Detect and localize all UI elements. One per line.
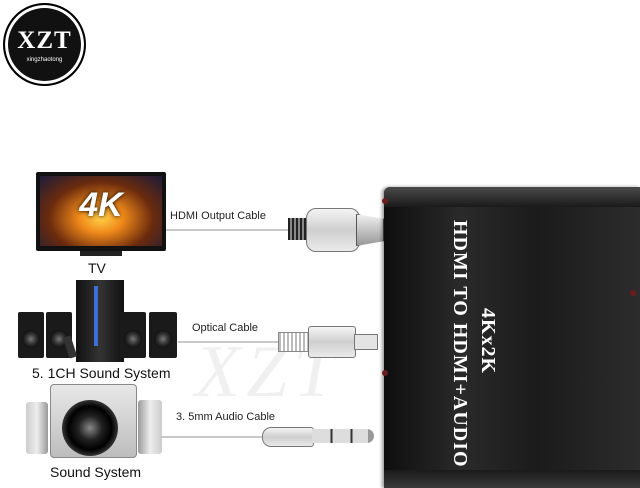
speaker-cone [154, 330, 172, 348]
logo-subtext: xingzhaotong [26, 57, 63, 63]
device-bottom-edge [384, 470, 640, 488]
screw [382, 198, 388, 204]
tv-screen [40, 176, 162, 246]
optical-cable [178, 341, 280, 343]
tv-screen-text: 4K [79, 186, 123, 224]
satellite-speaker-right [138, 400, 162, 454]
hdmi-plug-tip [356, 214, 384, 246]
hdmi-connector [306, 208, 360, 252]
tv-stand [80, 251, 122, 256]
device-print: HDMI TO HDMI+AUDIO 4Kx2K [448, 220, 568, 470]
hdmi-cable [166, 229, 292, 231]
brand-logo: XZT xingzhaotong [3, 3, 86, 86]
speaker-center-tower [76, 280, 124, 362]
speakers-51-label: 5. 1CH Sound System [32, 365, 171, 381]
optical-cable-label: Optical Cable [192, 322, 259, 334]
audio-plug-tip [312, 429, 374, 443]
sound-system-label: Sound System [50, 464, 142, 480]
optical-connector-strain [278, 332, 310, 352]
speaker-display-strip [94, 286, 98, 346]
device-title: HDMI TO HDMI+AUDIO [449, 220, 471, 468]
audio-cable-label: 3. 5mm Audio Cable [176, 411, 276, 423]
hdmi-connector-strain [288, 218, 306, 240]
speaker-cone [22, 330, 40, 348]
optical-connector [308, 326, 356, 358]
hdmi-audio-extractor [384, 187, 640, 488]
tv-label: TV [88, 260, 106, 276]
speaker-cone [50, 330, 68, 348]
device-resolution: 4Kx2K [477, 308, 499, 375]
satellite-speaker-left [26, 402, 48, 454]
screw [382, 370, 388, 376]
subwoofer-cone [62, 400, 118, 456]
optical-plug-tip [354, 334, 378, 350]
audio-cable [160, 436, 264, 438]
speaker-cone [124, 330, 142, 348]
audio-connector [262, 427, 314, 447]
hdmi-cable-label: HDMI Output Cable [170, 210, 266, 222]
screw [630, 290, 636, 296]
logo-text: XZT [17, 27, 72, 54]
device-top-edge [384, 187, 640, 207]
